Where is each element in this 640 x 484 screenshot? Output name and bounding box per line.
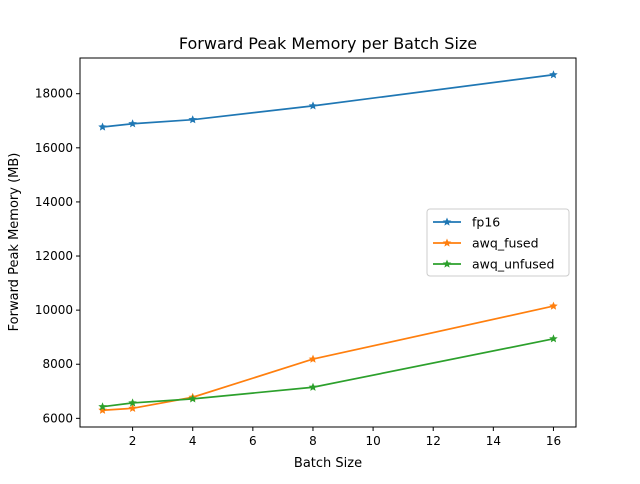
legend-box (426, 208, 570, 277)
data-point-awq_fused (98, 405, 107, 414)
x-axis-label: Batch Size (294, 456, 362, 471)
legend-label: fp16 (472, 215, 500, 230)
x-tick-label: 6 (249, 434, 257, 448)
y-tick-label: 12000 (35, 249, 73, 263)
legend-marker (442, 217, 452, 226)
data-point-fp16 (308, 101, 318, 110)
data-point-fp16 (98, 122, 107, 131)
y-tick-label: 18000 (35, 87, 73, 101)
y-tick-label: 16000 (35, 141, 73, 155)
data-point-awq_unfused (308, 382, 318, 391)
data-point-fp16 (549, 70, 558, 79)
legend-label: awq_unfused (472, 257, 554, 272)
x-tick-label: 10 (365, 434, 380, 448)
x-tick-label: 12 (426, 434, 441, 448)
legend-label: awq_fused (472, 236, 539, 251)
y-tick-label: 6000 (42, 411, 73, 425)
x-tick-label: 2 (129, 434, 137, 448)
data-point-awq_unfused (98, 402, 107, 411)
data-point-fp16 (128, 119, 137, 128)
series-line-awq_unfused (102, 337, 554, 408)
x-tick-label: 8 (309, 434, 317, 448)
chart-title: Forward Peak Memory per Batch Size (179, 34, 477, 53)
plot-frame (79, 57, 577, 428)
data-point-awq_fused (549, 301, 558, 310)
series-line-awq_fused (102, 305, 554, 412)
y-axis-label: Forward Peak Memory (MB) (7, 153, 22, 332)
x-tick-label: 14 (486, 434, 501, 448)
data-point-awq_unfused (128, 398, 137, 407)
data-point-fp16 (188, 115, 197, 124)
legend: fp16 awq_fused awq_unfused (426, 208, 570, 277)
legend-marker (442, 259, 452, 268)
x-tick-label: 16 (546, 434, 561, 448)
series-line-fp16 (102, 73, 554, 128)
y-tick-label: 14000 (35, 195, 73, 209)
y-tick-label: 10000 (35, 303, 73, 317)
x-tick-label: 4 (189, 434, 197, 448)
y-tick-label: 8000 (42, 357, 73, 371)
data-point-awq_unfused (549, 334, 558, 343)
data-point-awq_unfused (188, 394, 197, 403)
data-point-awq_fused (308, 354, 318, 363)
data-point-awq_fused (128, 403, 137, 412)
legend-marker (442, 238, 452, 247)
